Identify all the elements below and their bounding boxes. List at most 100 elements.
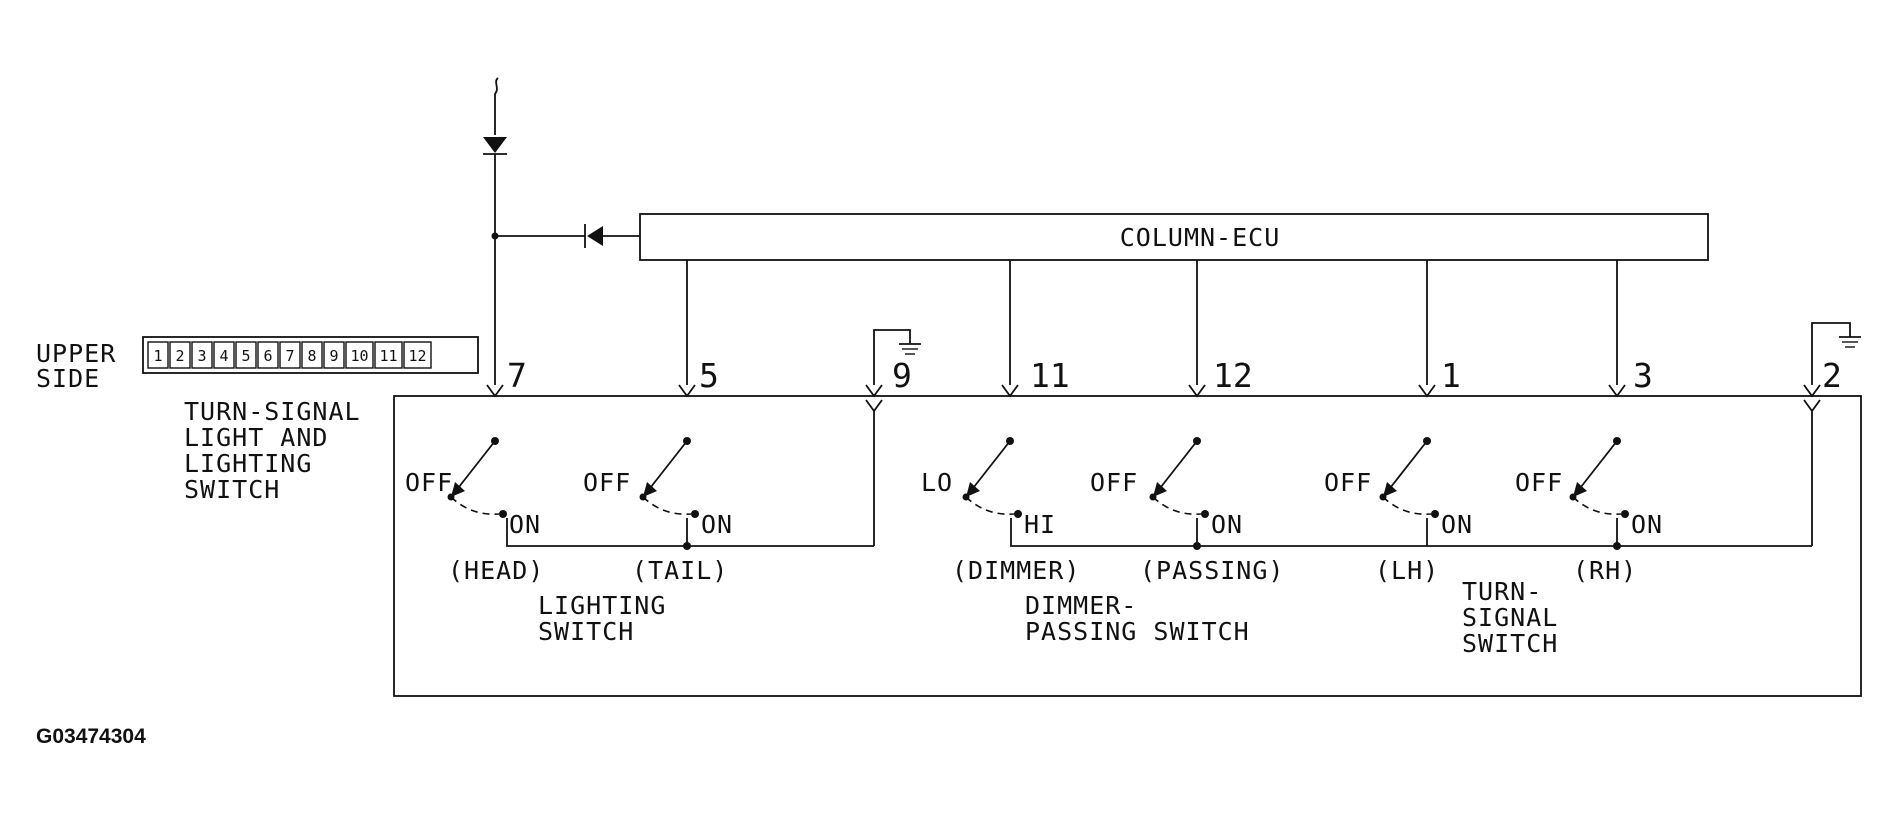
turn-signal-label-line1: TURN- bbox=[1462, 577, 1542, 606]
contact-left-label: OFF bbox=[583, 468, 631, 497]
turn-signal-label-line3: SWITCH bbox=[1462, 629, 1558, 658]
connector-pin-cell bbox=[279, 341, 301, 369]
connector-pin-number: 12 bbox=[408, 347, 426, 365]
contact-name: (DIMMER) bbox=[952, 556, 1080, 585]
connector-pin-number: 10 bbox=[350, 347, 368, 365]
terminal-chevron-icon bbox=[865, 384, 883, 398]
connector-label-side: SIDE bbox=[36, 364, 100, 393]
contact-name: (LH) bbox=[1375, 556, 1439, 585]
terminal-number: 9 bbox=[892, 356, 912, 395]
connector-pin-number: 5 bbox=[241, 347, 250, 365]
column-ecu-label: COLUMN-ECU bbox=[1120, 223, 1281, 252]
connector-pin-number: 2 bbox=[175, 347, 184, 365]
switch-title-line4: SWITCH bbox=[184, 475, 280, 504]
switch-box: TURN-SIGNAL LIGHT AND LIGHTING SWITCH bbox=[184, 395, 1862, 697]
contact-left-label: OFF bbox=[1515, 468, 1563, 497]
connector-pin-number: 8 bbox=[307, 347, 316, 365]
contact-name: (TAIL) bbox=[632, 556, 728, 585]
contact-right-label: ON bbox=[701, 510, 733, 539]
ecu-wires bbox=[686, 260, 1618, 385]
dimmer-passing-label-line1: DIMMER- bbox=[1025, 591, 1137, 620]
connector-pin-number: 11 bbox=[379, 347, 397, 365]
contact-right-label: ON bbox=[1441, 510, 1473, 539]
ecu-diode-icon bbox=[587, 226, 603, 246]
connector-pin-number: 6 bbox=[263, 347, 272, 365]
terminal-chevron-icon bbox=[865, 399, 883, 413]
contact-name: (HEAD) bbox=[448, 556, 544, 585]
internal-wiring bbox=[506, 410, 1813, 550]
connector-pin-cell bbox=[169, 341, 191, 369]
terminal-number: 12 bbox=[1213, 356, 1253, 395]
turn-signal-label-line2: SIGNAL bbox=[1462, 603, 1558, 632]
contact-right-label: ON bbox=[509, 510, 541, 539]
ground-wires bbox=[873, 322, 1861, 385]
connector-pin-cell bbox=[213, 341, 235, 369]
connector-pin-cell bbox=[345, 341, 374, 369]
terminal-chevron-icon bbox=[678, 384, 696, 398]
group-labels: LIGHTING SWITCH DIMMER- PASSING SWITCH T… bbox=[538, 577, 1558, 658]
connector-pin-number: 1 bbox=[153, 347, 162, 365]
contact-tail: OFF ON (TAIL) bbox=[583, 437, 733, 585]
connector-pin-number: 3 bbox=[197, 347, 206, 365]
terminal-number: 3 bbox=[1633, 356, 1653, 395]
terminal-chevron-icon bbox=[1803, 399, 1821, 413]
dimmer-passing-label-line2: PASSING SWITCH bbox=[1025, 617, 1250, 646]
contact-lh: OFF ON(LH) bbox=[1324, 437, 1473, 585]
lighting-switch-label-line2: SWITCH bbox=[538, 617, 634, 646]
switch-title-line2: LIGHT AND bbox=[184, 423, 328, 452]
switch-title-line3: LIGHTING bbox=[184, 449, 312, 478]
figure-id: G03474304 bbox=[36, 725, 146, 748]
terminal-chevron-icon bbox=[1188, 384, 1206, 398]
switch-title-line1: TURN-SIGNAL bbox=[184, 397, 361, 426]
terminal-number: 1 bbox=[1441, 356, 1461, 395]
contact-rh: OFF ON (RH) bbox=[1515, 437, 1663, 585]
terminal-number: 5 bbox=[699, 356, 719, 395]
terminal-number: 11 bbox=[1030, 356, 1070, 395]
contact-name: (PASSING) bbox=[1140, 556, 1284, 585]
switch-arm-arrow-icon bbox=[643, 482, 657, 497]
switch-contacts: OFFON(HEAD)OFFON(TAIL)LOHI(DIMMER)OFFON(… bbox=[405, 437, 1663, 585]
switch-arm-arrow-icon bbox=[1573, 482, 1587, 497]
terminal-chevron-icon bbox=[1803, 384, 1821, 398]
column-ecu: COLUMN-ECU bbox=[639, 213, 1709, 261]
contact-passing: OFF ON (PASSING) bbox=[1090, 437, 1284, 585]
switch-arm-arrow-icon bbox=[1153, 482, 1167, 497]
connector-pin-cell bbox=[147, 341, 169, 369]
connector-pin-number: 4 bbox=[219, 347, 228, 365]
terminal-number: 7 bbox=[507, 356, 527, 395]
contact-right-label: ON bbox=[1631, 510, 1663, 539]
terminal-chevron-icon bbox=[1608, 384, 1626, 398]
connector-pin-number: 9 bbox=[329, 347, 338, 365]
connector-pin-cell bbox=[301, 341, 323, 369]
terminal-chevron-icon bbox=[486, 384, 504, 398]
connector-pin-cell bbox=[323, 341, 345, 369]
power-feed bbox=[483, 77, 640, 385]
lighting-switch-label-line1: LIGHTING bbox=[538, 591, 666, 620]
contact-name: (RH) bbox=[1573, 556, 1637, 585]
connector-pin-cell bbox=[374, 341, 403, 369]
connector-label-upper: UPPER bbox=[36, 339, 116, 368]
terminal-number: 2 bbox=[1822, 356, 1842, 395]
switch-arm-arrow-icon bbox=[1383, 482, 1397, 497]
terminal-chevron-icon bbox=[1418, 384, 1436, 398]
contact-left-label: OFF bbox=[405, 468, 453, 497]
connector-pin-cell bbox=[257, 341, 279, 369]
contact-left-label: LO bbox=[921, 468, 953, 497]
supply-diode-icon bbox=[483, 137, 507, 153]
connector-pin-number: 7 bbox=[285, 347, 294, 365]
connector-pin-cell bbox=[191, 341, 213, 369]
contact-head: OFF ON (HEAD) bbox=[405, 437, 544, 585]
terminal-chevron-icon bbox=[1001, 384, 1019, 398]
contact-right-label: HI bbox=[1024, 510, 1056, 539]
connector-pin-cell bbox=[235, 341, 257, 369]
switch-arm-arrow-icon bbox=[451, 482, 465, 497]
contact-dimmer: LO HI (DIMMER) bbox=[921, 437, 1080, 585]
connector-pin-cell bbox=[403, 341, 432, 369]
contact-left-label: OFF bbox=[1324, 468, 1372, 497]
contact-right-label: ON bbox=[1211, 510, 1243, 539]
contact-left-label: OFF bbox=[1090, 468, 1138, 497]
switch-arm-arrow-icon bbox=[966, 482, 980, 497]
